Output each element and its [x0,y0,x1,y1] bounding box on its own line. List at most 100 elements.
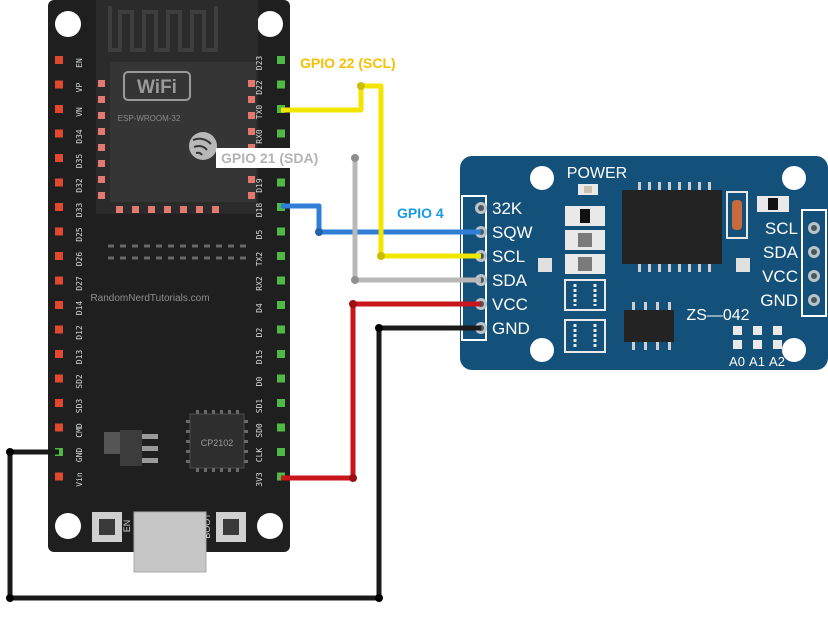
pin-label-clk: CLK [255,448,264,463]
pin-pad-vp [55,80,63,89]
right-header-outline [801,209,827,317]
module-pin-label-sda: SDA [763,243,799,262]
pin-pad-tx2 [277,252,285,260]
pin-label-vin: Vin [75,472,84,487]
pin-pad-d15 [277,350,285,358]
en-button-label: EN [122,520,132,533]
pin-pad-d4 [277,301,285,309]
pin-pad-en [55,56,63,64]
esp32-board: WiFi ESP-WROOM-32 [48,0,290,573]
address-pads [733,326,782,349]
rtc-chip [622,182,722,272]
left-header-outline [461,195,487,341]
usb-connector [133,511,207,573]
pin-pad-d27 [55,276,63,285]
usb-chip: CP2102 [186,410,248,472]
pin-label-d5: D5 [255,230,264,240]
pin-label-d4: D4 [255,303,264,313]
power-label: POWER [567,165,627,182]
voltage-regulator [104,430,158,466]
chip-label: CP2102 [201,438,234,448]
module-can [110,62,256,202]
pin-label-d23: D23 [255,56,264,71]
resistor-pack-body [768,198,778,210]
scl-wire [281,83,481,259]
mount-hole-icon [55,513,81,539]
module-pin-hole [478,205,484,211]
pin-pad-d12 [55,325,63,334]
module-pin-label-gnd: GND [760,291,798,310]
module-pin-hole [811,225,817,231]
mount-hole-icon [257,513,283,539]
pin-label-d34: D34 [75,129,84,144]
pin-pad-d2 [277,325,285,334]
pin-label-cmd: CMD [75,423,84,438]
espressif-logo-icon [189,132,217,160]
pin-label-gnd: GND [75,448,84,463]
pin-label-d15: D15 [255,350,264,365]
module-pin-hole [811,249,817,255]
module-pin-hole [811,297,817,303]
module-name: ZS—042 [686,307,749,324]
wifi-logo-text: WiFi [137,77,177,98]
module-pin-label-vcc: VCC [762,267,798,286]
address-label-a2: A2 [769,354,785,369]
pin-label-sd1: SD1 [255,399,264,414]
pin-pad-d25 [55,227,63,236]
pin-label-vn: VN [75,107,84,117]
test-pad [736,258,750,272]
module-pin-label-scl: SCL [492,247,525,266]
boot-button-cap [223,519,239,535]
module-pin-label-sda: SDA [492,271,528,290]
pin-label-vp: VP [75,83,84,93]
pin-label-d25: D25 [75,227,84,242]
pin-label-3v3: 3V3 [255,472,264,487]
module-pin-label-sqw: SQW [492,223,533,242]
module-hole-icon [782,166,806,190]
wire-joints [6,82,385,602]
address-label-a0: A0 [729,354,745,369]
pin-pad-d0 [277,374,285,383]
sda-label-bg [216,148,340,168]
boot-button-label: BOOT [202,513,212,539]
module-pin-label-gnd: GND [492,319,530,338]
watermark: RandomNerdTutorials.com [90,293,209,304]
module-hole-icon [782,338,806,362]
module-hole-icon [530,166,554,190]
en-button-cap [99,519,115,535]
pin-label-d13: D13 [75,350,84,365]
smd-components [564,206,606,353]
diode-outline [726,191,748,239]
pin-label-d2: D2 [255,328,264,338]
vcc-wire [281,301,481,481]
gnd-wire [7,325,481,601]
pin-pad-vin [55,472,63,481]
pin-pad-d26 [55,252,63,260]
rtc-module: POWER [460,156,828,370]
module-pin-label-vcc: VCC [492,295,528,314]
pin-label-d0: D0 [255,377,264,387]
pin-label-d19: D19 [255,178,264,193]
address-label-a1: A1 [749,354,765,369]
test-pad [538,258,552,272]
left-pin-header: ENVPVND34D35D32D33D25D26D27D14D12D13SD2S… [55,56,84,487]
wifi-logo-frame [123,71,191,101]
pin-pad-d35 [55,154,63,162]
pin-label-d35: D35 [75,154,84,169]
pin-label-d26: D26 [75,252,84,267]
pin-label-en: EN [75,58,84,68]
pin-pad-rx0 [277,129,285,138]
pin-label-rx0: RX0 [255,129,264,144]
module-hole-icon [530,338,554,362]
pin-pad-sd0 [277,423,285,432]
pin-pad-d13 [55,350,63,358]
pin-label-sd2: SD2 [75,374,84,389]
pin-pad-sd1 [277,399,285,407]
pin-pad-d5 [277,227,285,236]
pin-label-tx2: TX2 [255,252,264,267]
power-led-lens [584,186,592,193]
module-name: ESP-WROOM-32 [118,114,181,123]
wroom-module: WiFi ESP-WROOM-32 [96,0,258,214]
pin-pad-vn [55,105,63,113]
